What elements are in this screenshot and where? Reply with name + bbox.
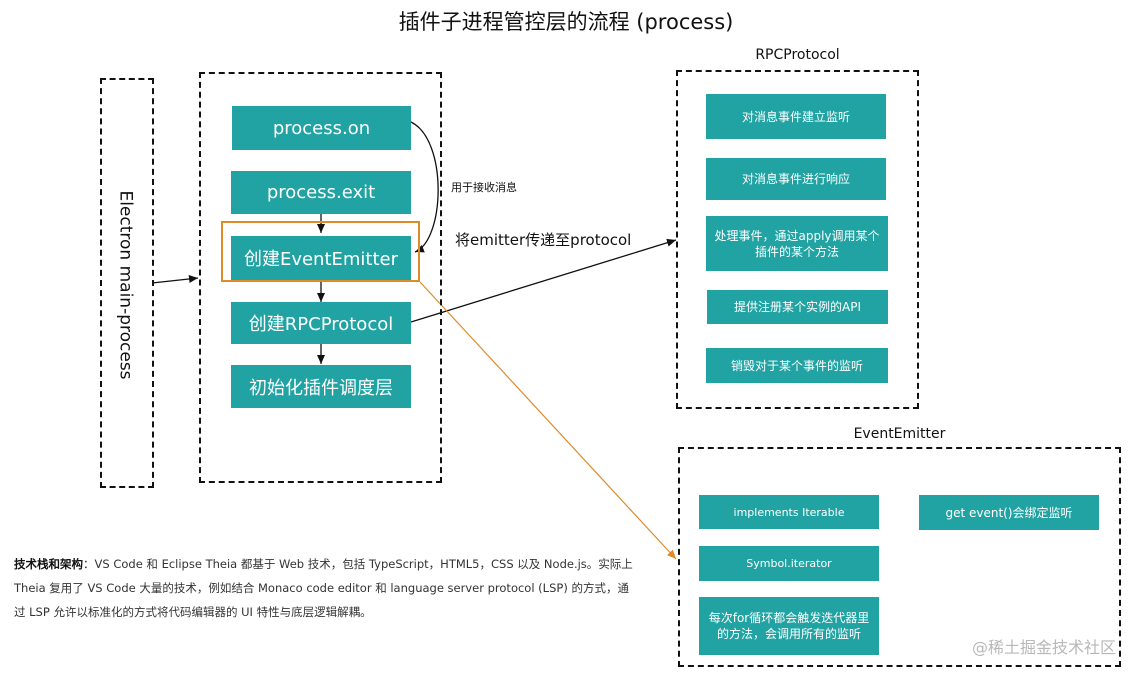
rpc-item-register-api: 提供注册某个实例的API: [707, 290, 888, 324]
create-eventemitter-box: 创建EventEmitter: [231, 236, 411, 280]
rpc-protocol-box: [676, 70, 919, 409]
tech-stack-label: 技术栈和架构: [14, 557, 83, 571]
emitter-item-iterable: implements Iterable: [699, 495, 879, 529]
emitter-to-group-arrow: [419, 281, 677, 560]
electron-main-process-label: Electron main-process: [116, 190, 137, 380]
emitter-item-for-loop: 每次for循环都会触发迭代器里的方法，会调用所有的监听: [699, 597, 879, 655]
process-on-box: process.on: [232, 106, 411, 150]
receive-message-note: 用于接收消息: [451, 181, 517, 194]
rpc-to-group-arrow: [410, 238, 677, 323]
process-on-loop-arrow: [410, 121, 439, 253]
rpc-protocol-title: RPCProtocol: [755, 47, 840, 63]
emitter-item-symbol-iterator: Symbol.iterator: [699, 546, 879, 581]
electron-main-process-box: [100, 78, 154, 488]
watermark: @稀土掘金技术社区: [971, 638, 1116, 657]
rpc-item-respond: 对消息事件进行响应: [706, 158, 886, 200]
rpc-item-destroy-listener: 销毁对于某个事件的监听: [706, 348, 888, 383]
eventemitter-title: EventEmitter: [853, 426, 946, 442]
create-rpcprotocol-box: 创建RPCProtocol: [231, 302, 411, 344]
process-exit-box: process.exit: [231, 171, 411, 214]
tech-stack-text: ：VS Code 和 Eclipse Theia 都基于 Web 技术，包括 T…: [14, 557, 633, 619]
eventemitter-box: [678, 447, 1121, 667]
page-title: 插件子进程管控层的流程 (process): [398, 10, 734, 34]
emitter-item-get-event: get event()会绑定监听: [919, 495, 1099, 530]
rpc-item-handle-event: 处理事件，通过apply调用某个插件的某个方法: [706, 216, 888, 271]
emitter-pass-caption: 将emitter传递至protocol: [455, 231, 632, 249]
electron-main-process-label-wrap: Electron main-process: [104, 90, 148, 480]
tech-stack-paragraph: 技术栈和架构：VS Code 和 Eclipse Theia 都基于 Web 技…: [14, 552, 634, 624]
eventemitter-highlight-frame: [221, 221, 420, 282]
process-group-box: [199, 72, 442, 483]
rpc-item-listen: 对消息事件建立监听: [706, 94, 886, 139]
init-plugin-scheduler-box: 初始化插件调度层: [231, 365, 411, 408]
electron-arrow: [151, 274, 199, 284]
